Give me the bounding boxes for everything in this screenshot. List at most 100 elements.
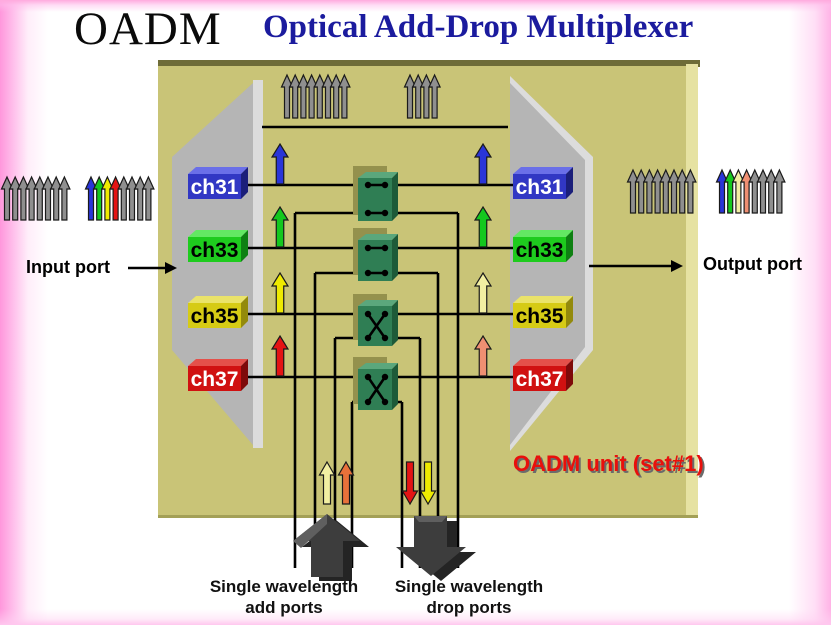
channel-box-label: ch37	[516, 368, 564, 391]
wdm-arrow-gray	[133, 175, 147, 221]
output-flow-arrow	[589, 260, 683, 272]
mux-arrow-ch37	[473, 334, 493, 377]
wdm-arrow-green	[92, 175, 106, 221]
channel-box-label: ch35	[516, 305, 564, 328]
input-flow-arrow	[128, 262, 177, 274]
cross-line-2	[366, 313, 387, 339]
box-side-face	[241, 167, 248, 199]
box-side-face	[566, 296, 573, 328]
wdm-arrow-gray	[141, 175, 155, 221]
input-channel-arrows	[84, 175, 155, 221]
wdm-arrow-blue	[715, 168, 729, 214]
wdm-arrow-gray	[125, 175, 139, 221]
express-left-arrows	[280, 73, 351, 119]
switch-port-dot-1	[381, 310, 389, 318]
demux-arrow-ch37	[270, 334, 290, 377]
output-channel-arrows	[715, 168, 786, 214]
channel-box-label: ch33	[516, 239, 564, 262]
wdm-arrow-gray	[428, 73, 442, 119]
box-top-face	[513, 167, 573, 174]
box-front-face	[513, 303, 566, 328]
wdm-arrow-gray	[117, 175, 131, 221]
box-top-face	[513, 230, 573, 237]
drop-arrow-2	[419, 461, 437, 506]
cross-line-2	[366, 376, 387, 403]
switch-side-face	[392, 172, 398, 221]
wdm-arrow-gray	[25, 175, 39, 221]
oadm-unit-label: OADM unit (set#1)	[513, 451, 704, 476]
box-side-face	[241, 296, 248, 328]
page-subtitle: Optical Add-Drop Multiplexer	[263, 9, 694, 45]
switch-port-dot-3	[381, 209, 389, 217]
box-top-face	[513, 359, 573, 366]
channel-box-left-ch31: ch31	[188, 167, 248, 199]
channel-box-left-ch35: ch35	[188, 296, 248, 328]
wdm-arrow-gray	[49, 175, 63, 221]
mux-arrow-ch35	[473, 271, 493, 314]
drop-arrow-1	[401, 461, 419, 506]
switch-port-dot-0	[364, 181, 372, 189]
switch-side-face	[392, 300, 398, 346]
switch-top-face	[358, 172, 398, 178]
wdm-arrow-red	[109, 175, 123, 221]
wdm-arrow-blue	[84, 175, 98, 221]
drop-block-bevel	[414, 516, 447, 522]
unit-box-right-bevel	[686, 64, 698, 518]
demux-arrow-ch33	[270, 205, 290, 248]
wdm-arrow-gray	[748, 168, 762, 214]
switch-top-face	[358, 363, 398, 369]
switch-port-dot-1	[381, 373, 389, 381]
switch-port-dot-2	[364, 209, 372, 217]
switch-port-dot-2	[364, 398, 372, 406]
output-inner-arrows	[626, 168, 697, 214]
wdm-arrow-gray	[16, 175, 30, 221]
wdm-arrow-gray	[764, 168, 778, 214]
output-port-label: Output port	[703, 254, 802, 274]
box-front-face	[188, 366, 241, 391]
channel-box-label: ch37	[191, 368, 239, 391]
channel-box-label: ch33	[191, 239, 239, 262]
wdm-arrow-gray	[0, 175, 14, 221]
box-front-face	[188, 174, 241, 199]
switch-port-dot-0	[364, 244, 372, 252]
wdm-arrow-gray	[337, 73, 351, 119]
switch-ch37-cross	[353, 357, 398, 410]
channel-box-right-ch33: ch33	[513, 230, 573, 262]
drop-port-block-arrow	[396, 516, 476, 581]
box-top-face	[513, 296, 573, 303]
add-port-block-arrow	[293, 514, 369, 581]
switch-ch35-cross	[353, 294, 398, 346]
box-side-face	[241, 359, 248, 391]
wdm-arrow-pale_yellow	[731, 168, 745, 214]
input-wdm-arrows	[0, 175, 71, 221]
box-top-face	[188, 230, 248, 237]
demux-arrow-ch35	[270, 271, 290, 314]
drop-ports-line2: drop ports	[426, 598, 512, 617]
wdm-arrow-gray	[57, 175, 71, 221]
add-arrow-1	[318, 460, 336, 505]
express-right-arrows	[403, 73, 442, 119]
channel-box-right-ch31: ch31	[513, 167, 573, 199]
wdm-arrow-gray	[41, 175, 55, 221]
add-ports-line1: Single wavelength	[209, 577, 359, 596]
add-ports-line2: add ports	[245, 598, 323, 617]
channel-box-left-ch37: ch37	[188, 359, 248, 391]
switch-top-face	[358, 234, 398, 240]
box-front-face	[513, 366, 566, 391]
wdm-arrow-gray	[8, 175, 22, 221]
switch-top-face	[358, 300, 398, 306]
box-front-face	[188, 303, 241, 328]
box-front-face	[513, 237, 566, 262]
channel-box-right-ch35: ch35	[513, 296, 573, 328]
box-top-face	[188, 296, 248, 303]
drop-ports-line1: Single wavelength	[394, 577, 544, 596]
box-side-face	[566, 167, 573, 199]
switch-ch33-bar	[353, 228, 398, 281]
wdm-arrow-gray	[772, 168, 786, 214]
switch-port-dot-0	[364, 310, 372, 318]
switch-port-dot-0	[364, 373, 372, 381]
box-top-face	[188, 359, 248, 366]
box-side-face	[566, 230, 573, 262]
demux-bevel	[253, 80, 263, 448]
